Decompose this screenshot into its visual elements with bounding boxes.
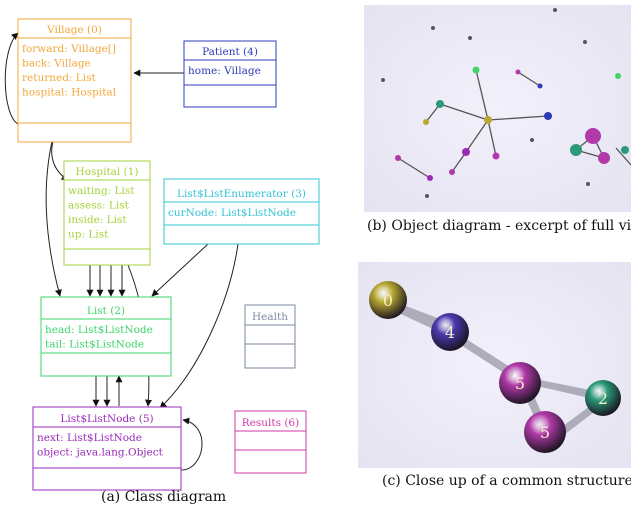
closeup-node: 4 (431, 313, 469, 351)
class-box-frame (244, 304, 296, 369)
closeup-node: 5 (524, 411, 566, 453)
class-box-hospital: Hospital (1) waiting: List assess: List ins… (63, 160, 151, 266)
object-node (381, 78, 385, 82)
object-node (585, 128, 601, 144)
class-box-frame (40, 296, 172, 377)
class-field: assess: List (68, 200, 130, 212)
object-node (395, 155, 401, 161)
closeup-node-label: 0 (383, 291, 393, 310)
object-node (492, 152, 500, 160)
object-node (425, 194, 429, 198)
edge-village-list (45, 125, 62, 297)
object-diagram (364, 5, 631, 212)
class-box-frame (234, 410, 307, 474)
closeup-node: 2 (585, 380, 621, 416)
object-diagram-nodes (381, 8, 629, 198)
class-box-frame (183, 40, 277, 108)
closeup-node-label: 5 (515, 374, 525, 393)
edge-village-self (4, 32, 19, 125)
closeup-node-sphere (585, 380, 621, 416)
object-node (484, 116, 492, 124)
class-title: Village (0) (46, 24, 102, 36)
object-node (449, 169, 455, 175)
class-field: object: java.lang.Object (37, 447, 164, 459)
class-field: waiting: List (68, 185, 135, 197)
class-box-listenum: List$ListEnumerator (3) curNode: List$Lis… (163, 178, 320, 245)
closeup-node: 5 (499, 362, 541, 404)
class-box-listnode: List$ListNode (5) next: List$ListNode obje… (32, 406, 182, 491)
object-node (553, 8, 557, 12)
class-field: hospital: Hospital (22, 87, 117, 99)
closeup-nodes: 0 4 5 2 5 (369, 281, 621, 453)
edge-listnode-self (180, 417, 203, 471)
class-field: head: List$ListNode (45, 324, 153, 336)
object-node (583, 40, 587, 44)
closeup-node: 0 (369, 281, 407, 319)
class-diagram-edges (4, 32, 239, 471)
closeup-node-sphere (431, 313, 469, 351)
class-field: next: List$ListNode (37, 432, 142, 444)
class-field: back: Village (22, 58, 91, 70)
class-title: List (2) (87, 305, 125, 317)
object-node (615, 73, 621, 79)
class-field: inside: List (68, 214, 127, 226)
class-field: tail: List$ListNode (45, 339, 144, 351)
closeup-diagram: 0 4 5 2 5 (358, 262, 631, 468)
edge-listenum-list (151, 243, 209, 297)
closeup-node-label: 2 (598, 389, 608, 408)
class-box-frame (17, 18, 132, 143)
object-node (530, 138, 534, 142)
class-box-frame (63, 160, 151, 266)
class-title: Results (6) (242, 417, 299, 429)
object-node (436, 100, 444, 108)
closeup-node-label: 4 (445, 323, 455, 342)
caption-object-diagram: (b) Object diagram - excerpt of full vie… (367, 218, 631, 234)
object-node (570, 144, 582, 156)
class-box-village: Village (0) forward: Village[] back: Villa… (17, 18, 132, 143)
caption-class-diagram: (a) Class diagram (101, 489, 227, 505)
class-box-frame (32, 406, 182, 491)
class-box-frame (163, 178, 320, 245)
class-title: Patient (4) (202, 46, 258, 58)
class-title: List$ListEnumerator (3) (177, 188, 306, 200)
object-node (423, 119, 429, 125)
object-node (537, 83, 543, 89)
class-title: List$ListNode (5) (60, 413, 153, 425)
object-node (431, 26, 435, 30)
object-node (462, 148, 470, 156)
object-node (621, 146, 629, 154)
object-node (468, 36, 472, 40)
closeup-node-label: 5 (540, 423, 550, 442)
object-node (515, 69, 521, 75)
closeup-node-sphere (369, 281, 407, 319)
class-title: Health (252, 311, 288, 323)
object-node (544, 112, 552, 120)
caption-closeup: (c) Close up of a common structure (382, 473, 631, 489)
class-box-health: Health (244, 304, 296, 369)
class-field: forward: Village[] (22, 43, 116, 55)
class-box-patient: Patient (4) home: Village (183, 40, 277, 108)
closeup-node-sphere (499, 362, 541, 404)
object-node (586, 182, 590, 186)
class-field: returned: List (22, 72, 97, 84)
class-title: Hospital (1) (76, 166, 139, 178)
object-diagram-panel (364, 5, 631, 212)
class-box-list: List (2) head: List$ListNode tail: List$Li… (40, 296, 172, 377)
class-field: home: Village (188, 65, 261, 77)
object-node (427, 175, 433, 181)
class-box-results: Results (6) (234, 410, 307, 474)
class-field: curNode: List$ListNode (168, 207, 296, 219)
object-node (472, 66, 480, 74)
closeup-node-sphere (524, 411, 566, 453)
edge-listenum-listnode (159, 243, 239, 409)
object-node (598, 152, 610, 164)
class-field: up: List (68, 229, 109, 241)
